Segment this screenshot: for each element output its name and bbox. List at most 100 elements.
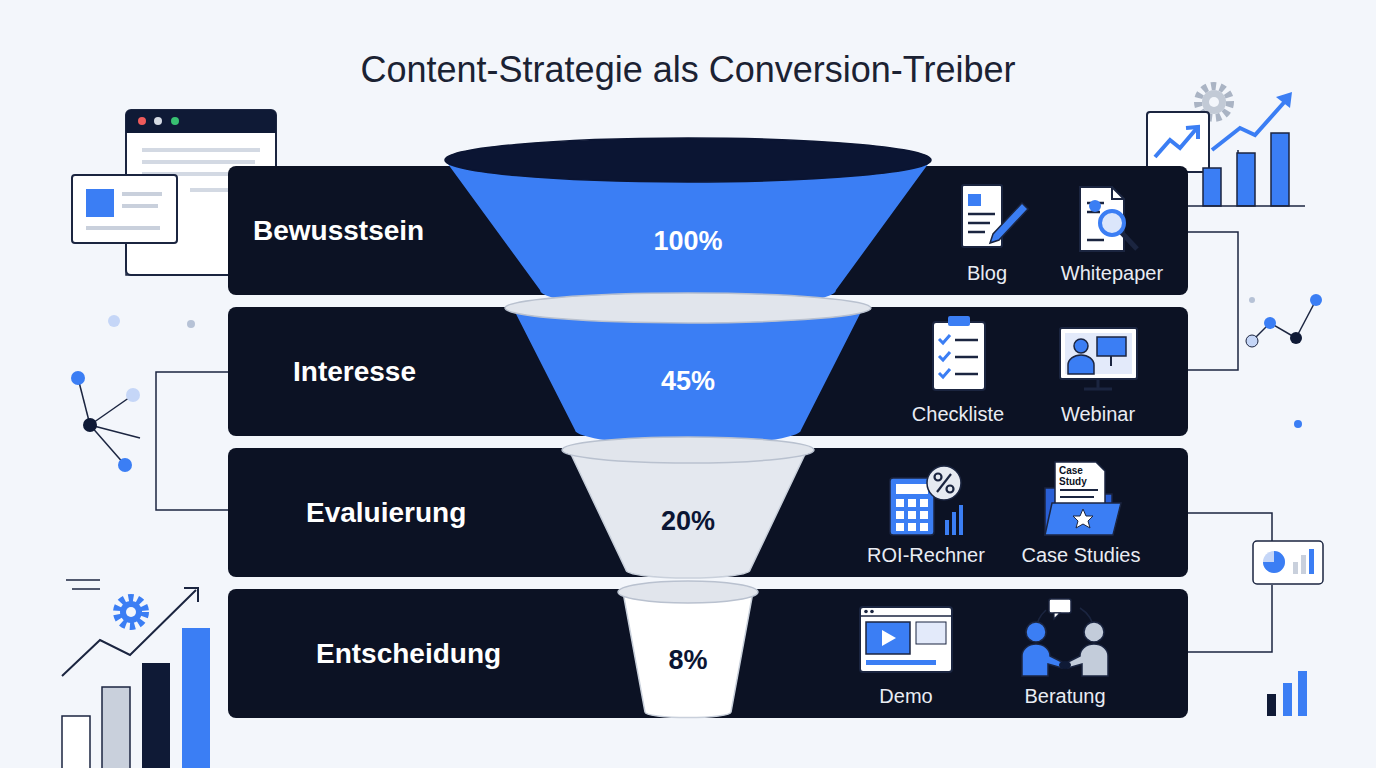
browser-window bbox=[122, 204, 158, 208]
chart-right-bottom bbox=[1267, 694, 1276, 716]
blog-icon bbox=[990, 203, 1028, 243]
stage-name: Entscheidung bbox=[316, 638, 501, 670]
roi-calculator-icon bbox=[935, 474, 942, 481]
funnel-stage-band: Bewusstsein 100% bbox=[228, 166, 1188, 295]
network-left bbox=[83, 418, 97, 432]
webinar-icon bbox=[1074, 339, 1088, 353]
stage-name: Bewusstsein bbox=[253, 215, 424, 247]
stage-percentage: 20% bbox=[562, 503, 814, 539]
chart-right-bottom bbox=[1253, 541, 1323, 584]
chart-left-bottom bbox=[62, 580, 210, 768]
chart-right-top bbox=[1276, 92, 1292, 108]
whitepaper-icon bbox=[1080, 187, 1124, 251]
browser-window bbox=[126, 110, 276, 133]
case-study-icon bbox=[1055, 462, 1105, 512]
blog-icon bbox=[968, 214, 995, 232]
stage-name-holder: Evaluierung bbox=[306, 448, 466, 577]
webinar-icon bbox=[1110, 356, 1112, 366]
webinar-icon bbox=[1065, 333, 1132, 374]
funnel-stage-band: Interesse45% bbox=[228, 307, 1188, 436]
demo-icon bbox=[860, 607, 952, 672]
funnel-rim bbox=[445, 138, 931, 182]
checklist-icon bbox=[939, 335, 950, 343]
chart-right-bottom bbox=[1301, 555, 1306, 574]
browser-window bbox=[86, 189, 114, 217]
funnel-segment: 45% bbox=[505, 308, 871, 430]
demo-icon bbox=[916, 622, 946, 644]
chart-right-top bbox=[1147, 112, 1209, 172]
stage-name-holder: Bewusstsein bbox=[253, 166, 424, 295]
demo-icon bbox=[860, 615, 952, 617]
webinar-icon bbox=[1060, 328, 1137, 379]
blog-icon bbox=[962, 185, 1028, 247]
chart-right-top bbox=[1212, 98, 1288, 150]
chart-right-bottom bbox=[1293, 562, 1298, 574]
roi-calculator-icon bbox=[896, 499, 904, 507]
chart-left-bottom bbox=[126, 607, 136, 617]
consulting-icon bbox=[1036, 610, 1046, 630]
checklist-icon bbox=[955, 339, 978, 342]
network-left bbox=[90, 425, 125, 465]
network-right bbox=[1310, 294, 1322, 306]
checklist-icon bbox=[939, 352, 950, 360]
funnel-rim bbox=[562, 437, 814, 463]
blog-icon bbox=[968, 222, 990, 225]
connector-lines bbox=[1188, 585, 1272, 652]
chart-left-bottom bbox=[62, 716, 90, 768]
stage-percentage: 45% bbox=[505, 363, 871, 399]
roi-calculator-icon bbox=[908, 499, 916, 507]
browser-window bbox=[138, 117, 146, 125]
chart-right-bottom bbox=[1263, 551, 1285, 573]
browser-window bbox=[72, 175, 177, 243]
roi-calculator-icon bbox=[896, 523, 904, 531]
stage-percentage: 100% bbox=[445, 223, 931, 259]
connector-lines bbox=[126, 150, 1272, 652]
chart-right-top bbox=[1203, 168, 1221, 206]
chart-left-bottom bbox=[102, 687, 130, 768]
checklist-icon bbox=[933, 316, 985, 390]
funnel-stage-band: Evaluierung 20% bbox=[228, 448, 1188, 577]
consulting-icon bbox=[1084, 622, 1104, 642]
network-right bbox=[1252, 300, 1316, 341]
network-left bbox=[126, 388, 140, 402]
connector-lines bbox=[1188, 232, 1238, 370]
checklist-icon bbox=[955, 340, 978, 374]
webinar-icon bbox=[1068, 355, 1094, 374]
roi-calculator-icon bbox=[920, 523, 928, 531]
chart-right-top bbox=[1209, 97, 1219, 107]
browser-window bbox=[142, 148, 260, 152]
whitepaper-icon bbox=[1112, 187, 1124, 199]
chart-right-bottom bbox=[1298, 671, 1307, 716]
stage-percentage: 8% bbox=[618, 642, 758, 678]
webinar-icon bbox=[1060, 328, 1137, 389]
funnel-rim bbox=[618, 581, 758, 603]
network-left bbox=[71, 315, 195, 472]
funnel-segment: 100% bbox=[445, 160, 931, 290]
checklist-icon bbox=[939, 335, 950, 377]
chart-left-bottom bbox=[62, 590, 196, 676]
network-right bbox=[1246, 335, 1258, 347]
chart-left-bottom bbox=[142, 663, 170, 768]
roi-calculator-icon bbox=[937, 474, 951, 492]
consulting-icon bbox=[1059, 661, 1071, 669]
browser-window bbox=[86, 194, 162, 228]
checklist-icon bbox=[948, 316, 970, 326]
roi-calculator-icon bbox=[920, 499, 928, 507]
consulting-icon bbox=[1049, 599, 1071, 613]
network-left bbox=[90, 425, 140, 438]
webinar-icon bbox=[1097, 337, 1126, 356]
consulting-icon bbox=[1054, 613, 1060, 619]
whitepaper-icon bbox=[1089, 200, 1101, 212]
whitepaper-icon bbox=[1080, 187, 1137, 251]
network-left bbox=[71, 371, 85, 385]
blog-icon bbox=[968, 194, 981, 206]
chart-right-top bbox=[1155, 128, 1197, 157]
consulting-icon bbox=[1068, 644, 1108, 676]
case-study-icon bbox=[1060, 490, 1098, 497]
network-right bbox=[1249, 297, 1255, 303]
chart-left-bottom bbox=[182, 628, 210, 768]
checklist-icon bbox=[939, 369, 950, 377]
whitepaper-icon bbox=[1087, 211, 1100, 214]
funnel-shape bbox=[445, 160, 931, 290]
network-right bbox=[1296, 300, 1316, 338]
